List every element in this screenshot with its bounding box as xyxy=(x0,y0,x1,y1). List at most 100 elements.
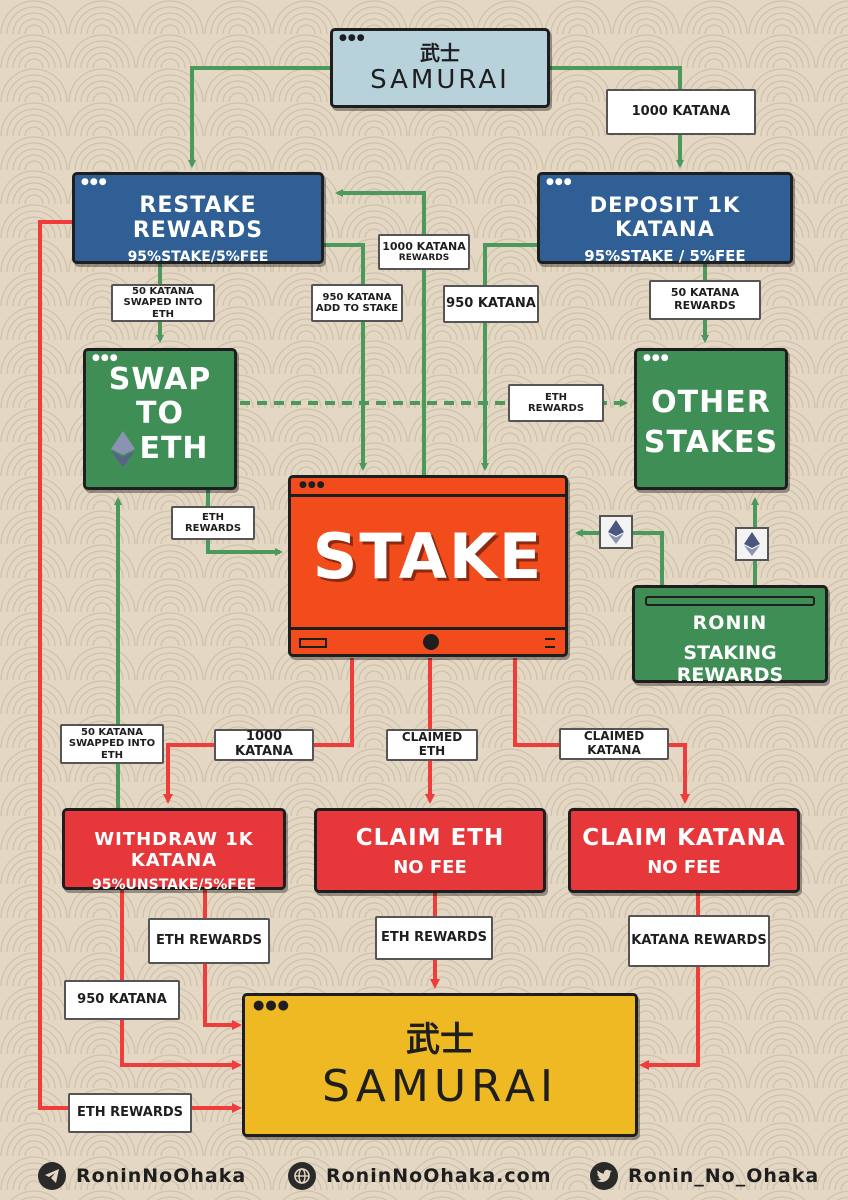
label-text: 1000 KATANA xyxy=(631,103,731,119)
label-text: 950 KATANA xyxy=(322,291,392,303)
other-stakes-node: ●●● OTHER STAKES xyxy=(634,348,788,490)
window-dots: ●●● xyxy=(81,177,108,187)
samurai-top-title: SAMURAI xyxy=(370,65,510,95)
label-text: ETH REWARDS xyxy=(155,932,263,948)
window-dots: ●●● xyxy=(92,353,119,363)
window-dots: ●●● xyxy=(339,33,366,43)
label-text: REWARDS xyxy=(398,253,450,264)
label-claimed-eth: CLAIMED ETH xyxy=(386,729,478,761)
other-line1: OTHER xyxy=(651,385,771,420)
label-text: 1000 KATANA xyxy=(235,729,293,759)
swap-line2: TO xyxy=(136,396,184,431)
ronin-line2: STAKING REWARDS xyxy=(676,642,784,686)
label-eth-rewards-withdraw: ETH REWARDS xyxy=(148,918,270,964)
label-text: 1000 KATANA xyxy=(382,239,466,253)
claim-katana-title: CLAIM KATANA xyxy=(582,825,786,851)
label-claimed-katana: CLAIMED KATANA xyxy=(559,728,669,760)
telegram-icon xyxy=(38,1162,66,1190)
window-dots: ●●● xyxy=(643,353,670,363)
label-text: 50 KATANA xyxy=(80,726,143,738)
label-1000-katana-mid: 1000 KATANA xyxy=(214,729,314,761)
footer-website[interactable]: RoninNoOhaka.com xyxy=(288,1162,552,1190)
label-katana-rewards: KATANA REWARDS xyxy=(628,915,770,967)
label-eth-rewards-claim: ETH REWARDS xyxy=(375,916,493,960)
restake-title: RESTAKE REWARDS xyxy=(132,193,264,243)
samurai-top-node: ●●● 武士 SAMURAI xyxy=(330,28,550,108)
samurai-bottom-kanji: 武士 xyxy=(406,1020,474,1060)
arrow-deposit-to-stake xyxy=(481,243,540,471)
twitter-icon xyxy=(590,1162,618,1190)
label-text: ETH xyxy=(201,511,225,523)
claim-katana-sub: NO FEE xyxy=(647,857,721,878)
window-dots: ●●● xyxy=(546,177,573,187)
claim-eth-node: CLAIM ETH NO FEE xyxy=(314,808,546,893)
claim-eth-sub: NO FEE xyxy=(393,857,467,878)
label-text: SWAPPED INTO ETH xyxy=(68,738,156,761)
stake-home-icon xyxy=(423,634,439,650)
label-text: CLAIMED ETH xyxy=(401,730,463,758)
eth-badge-stake xyxy=(599,515,633,549)
deposit-sub: 95%STAKE / 5%FEE xyxy=(584,247,746,265)
footer-twitter[interactable]: Ronin_No_Ohaka xyxy=(590,1162,819,1190)
window-dots: ●●● xyxy=(253,998,291,1013)
swap-line1: SWAP xyxy=(108,362,212,397)
label-50-katana-swaped: 50 KATANA SWAPED INTO ETH xyxy=(111,284,215,322)
restake-sub: 95%STAKE/5%FEE xyxy=(127,249,269,265)
samurai-top-kanji: 武士 xyxy=(420,41,460,65)
withdraw-sub: 95%UNSTAKE/5%FEE xyxy=(92,877,256,893)
footer-telegram[interactable]: RoninNoOhaka xyxy=(38,1162,246,1190)
stake-menu-icon xyxy=(545,638,555,648)
window-dots: ●●● xyxy=(299,480,326,490)
label-eth-rewards-left: ETH REWARDS xyxy=(171,506,255,540)
samurai-bottom-node: ●●● 武士 SAMURAI xyxy=(242,993,638,1137)
ronin-staking-rewards-node: RONIN STAKING REWARDS xyxy=(632,585,828,686)
claim-katana-node: CLAIM KATANA NO FEE xyxy=(568,808,800,893)
ethereum-icon xyxy=(608,520,624,544)
label-text: ETH REWARDS xyxy=(380,929,488,945)
globe-icon xyxy=(288,1162,316,1190)
restake-rewards-node: ●●● RESTAKE REWARDS 95%STAKE/5%FEE xyxy=(72,172,324,265)
stake-title: STAKE xyxy=(312,520,544,593)
claim-eth-title: CLAIM ETH xyxy=(355,825,505,851)
stake-node: ●●● STAKE xyxy=(288,475,568,657)
footer-twitter-text: Ronin_No_Ohaka xyxy=(628,1165,820,1187)
label-950-katana-bottom: 950 KATANA xyxy=(64,980,180,1020)
label-text: SWAPED INTO ETH xyxy=(123,297,203,320)
label-1000-katana-top: 1000 KATANA xyxy=(606,89,756,135)
label-text: ADD TO STAKE xyxy=(315,303,399,314)
label-text: 50 KATANA xyxy=(670,286,740,300)
label-950-add-to-stake: 950 KATANA ADD TO STAKE xyxy=(311,284,403,322)
ronin-line1: RONIN xyxy=(692,612,768,634)
deposit-title: DEPOSIT 1K KATANA xyxy=(589,193,741,241)
ethereum-icon xyxy=(111,431,136,467)
label-950-katana: 950 KATANA xyxy=(443,285,539,323)
label-text: ETH xyxy=(544,391,568,403)
label-text: 950 KATANA xyxy=(446,295,536,311)
withdraw-node: WITHDRAW 1K KATANA 95%UNSTAKE/5%FEE xyxy=(62,808,286,893)
label-text: KATANA REWARDS xyxy=(631,932,767,948)
footer-website-text: RoninNoOhaka.com xyxy=(326,1165,552,1187)
label-text: ETH REWARDS xyxy=(76,1104,184,1120)
footer-telegram-text: RoninNoOhaka xyxy=(76,1165,247,1187)
withdraw-title: WITHDRAW 1K KATANA xyxy=(94,829,254,871)
label-text: REWARDS xyxy=(674,299,736,312)
other-line2: STAKES xyxy=(643,425,779,460)
label-text: CLAIMED KATANA xyxy=(583,729,645,757)
eth-badge-other xyxy=(735,527,769,561)
arrow-stake-to-restake xyxy=(335,189,426,475)
ethereum-icon xyxy=(744,532,760,556)
stake-bar-icon xyxy=(299,638,327,648)
label-text: 50 KATANA xyxy=(131,285,194,297)
swap-line3: ETH xyxy=(139,431,209,466)
label-50-katana-rewards: 50 KATANA REWARDS xyxy=(649,280,761,320)
label-eth-rewards-mid: ETH REWARDS xyxy=(508,384,604,422)
label-text: REWARDS xyxy=(184,523,242,534)
deposit-node: ●●● DEPOSIT 1K KATANA 95%STAKE / 5%FEE xyxy=(537,172,793,265)
label-50-katana-swapped: 50 KATANA SWAPPED INTO ETH xyxy=(60,724,164,764)
arrow-samurai-to-restake xyxy=(188,66,330,168)
samurai-bottom-title: SAMURAI xyxy=(322,1061,558,1112)
arrow-withdraw-katana-to-samurai xyxy=(120,890,242,1070)
label-text: 950 KATANA xyxy=(77,991,167,1007)
swap-to-eth-node: ●●● SWAP TO ETH xyxy=(83,348,237,490)
label-1000-katana-rewards: 1000 KATANA REWARDS xyxy=(378,234,470,270)
